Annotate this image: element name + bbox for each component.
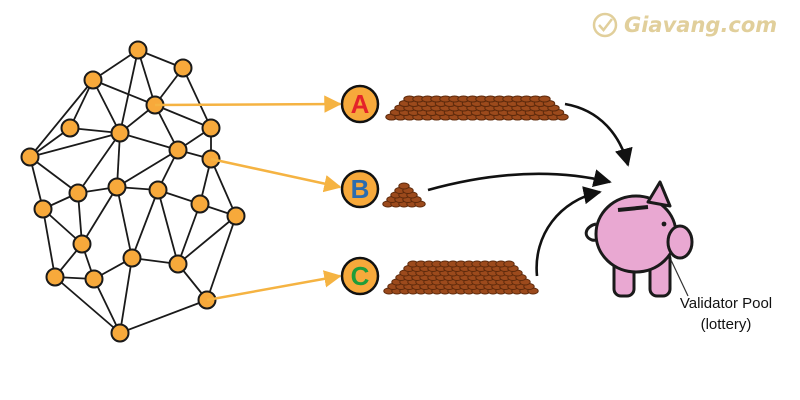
arrow-to-a	[154, 95, 342, 113]
network-node	[110, 123, 130, 143]
pool-label-pointer	[670, 259, 689, 297]
network-edge	[137, 49, 156, 106]
network-edge	[42, 208, 56, 278]
network-node	[173, 58, 193, 78]
network-node	[84, 269, 104, 289]
badge-circle	[340, 84, 380, 124]
watermark-text: Giavang.com	[624, 13, 778, 37]
network-edge	[119, 257, 133, 334]
arrow-b-to-pool	[427, 169, 612, 192]
network-node	[122, 248, 142, 268]
network-edge	[92, 79, 121, 134]
arrow-to-c	[206, 270, 342, 302]
network-edge	[54, 276, 121, 334]
network-nodes	[20, 40, 246, 343]
network-edge	[210, 158, 237, 217]
network-edge	[116, 186, 133, 259]
network-edge	[81, 186, 118, 245]
validator-badge-c: C	[340, 256, 380, 296]
stake-piles	[382, 95, 569, 295]
network-edge	[77, 132, 121, 194]
network-edge	[119, 132, 179, 151]
gold-badge-icon	[592, 12, 618, 38]
network-node	[33, 199, 53, 219]
validator-badge-a: A	[340, 84, 380, 124]
network-edge	[177, 215, 237, 265]
pool-label-line2: (lottery)	[700, 316, 752, 333]
network-node	[68, 183, 88, 203]
stake-pile-c	[383, 260, 539, 295]
network-node	[45, 267, 65, 287]
arrow-to-b	[210, 157, 342, 193]
piggy-bank-icon	[584, 180, 694, 298]
network-node	[201, 118, 221, 138]
stake-pile-a	[385, 95, 569, 121]
network-node	[148, 180, 168, 200]
network-edge	[131, 189, 159, 259]
arrow-a-to-pool	[564, 102, 633, 167]
network-edges	[29, 49, 237, 334]
validator-letter: A	[351, 89, 370, 119]
network-node	[20, 147, 40, 167]
network-edge	[119, 299, 208, 334]
network-node	[83, 70, 103, 90]
network-edge	[93, 278, 121, 334]
network-node	[72, 234, 92, 254]
stake-pile-b	[382, 182, 426, 208]
validator-letter: B	[351, 174, 370, 204]
selection-arrows	[154, 95, 342, 302]
coin	[538, 95, 551, 103]
coin	[503, 260, 515, 268]
network-node	[168, 254, 188, 274]
network-edge	[29, 79, 94, 158]
network-edge	[157, 189, 179, 265]
validator-badges: A B C	[340, 84, 380, 296]
network-edge	[182, 67, 212, 129]
network-node	[107, 177, 127, 197]
network-edge	[177, 203, 201, 265]
validator-badge-b: B	[340, 169, 380, 209]
network-edge	[29, 132, 121, 158]
coin	[398, 182, 410, 190]
validator-letter: C	[351, 261, 370, 291]
stake-arrows	[427, 102, 633, 277]
arrow-c-to-pool	[535, 186, 602, 277]
validator-pool-label: Validator Pool (lottery)	[662, 293, 790, 335]
network-node	[128, 40, 148, 60]
watermark: Giavang.com	[592, 12, 777, 38]
validator-network	[20, 40, 246, 343]
network-edge	[119, 49, 139, 134]
pool-label-line1: Validator Pool	[679, 295, 773, 312]
network-node	[190, 194, 210, 214]
network-edge	[29, 156, 79, 194]
network-node	[110, 323, 130, 343]
network-edge	[92, 79, 156, 106]
network-edge	[154, 104, 212, 129]
badge-circle	[340, 169, 380, 209]
network-edge	[206, 215, 237, 301]
network-edge	[116, 149, 179, 188]
network-node	[168, 140, 188, 160]
badge-circle	[340, 256, 380, 296]
network-node	[226, 206, 246, 226]
network-node	[60, 118, 80, 138]
